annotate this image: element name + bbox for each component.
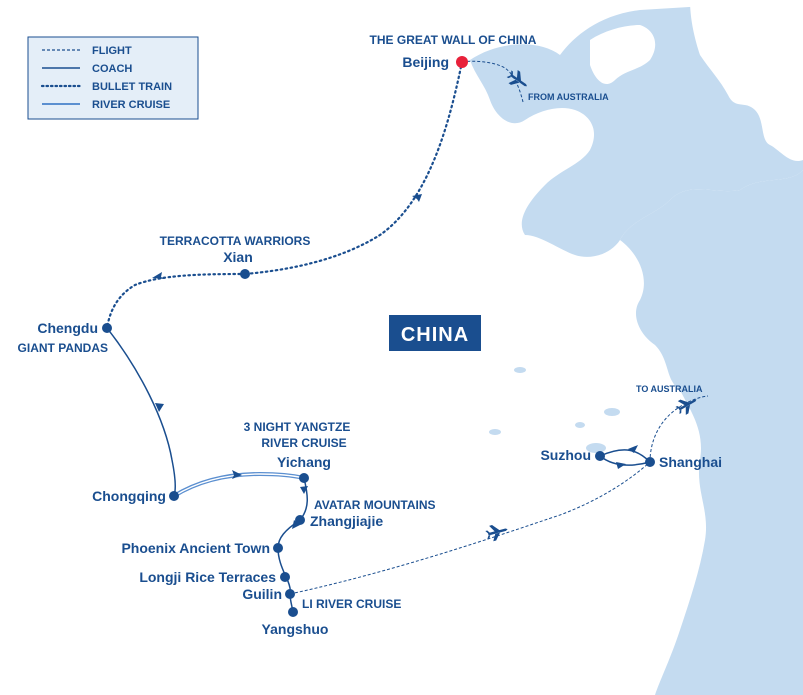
note-li-river: LI RIVER CRUISE — [302, 597, 401, 611]
city-xian: Xian — [223, 249, 253, 265]
note-giant-pandas: GIANT PANDAS — [18, 341, 108, 355]
note-yangtze-line1: 3 NIGHT YANGTZE — [244, 420, 351, 434]
marker-longji — [280, 572, 290, 582]
city-yichang: Yichang — [277, 454, 331, 470]
city-phoenix: Phoenix Ancient Town — [121, 540, 270, 556]
arrow-icon — [412, 194, 422, 202]
svg-text:CHINA: CHINA — [401, 324, 469, 346]
city-chengdu: Chengdu — [37, 320, 98, 336]
marker-yangshuo — [288, 607, 298, 617]
cruise-route-chongqing-yichang — [172, 471, 305, 498]
route-arrows — [152, 194, 638, 529]
note-terracotta: TERRACOTTA WARRIORS — [160, 234, 311, 248]
city-yangshuo: Yangshuo — [262, 621, 329, 637]
note-to-australia: TO AUSTRALIA — [636, 384, 703, 394]
flight-route-from-australia — [461, 60, 524, 103]
marker-suzhou — [595, 451, 605, 461]
plane-icons — [485, 70, 697, 542]
city-chongqing: Chongqing — [92, 488, 166, 504]
marker-xian — [240, 269, 250, 279]
arrow-icon — [152, 272, 165, 279]
marker-yichang — [299, 473, 309, 483]
country-label: CHINA — [389, 315, 481, 351]
flight-route-to-australia — [649, 395, 709, 463]
city-longji: Longji Rice Terraces — [139, 569, 276, 585]
arrow-icon — [300, 486, 308, 494]
marker-beijing — [456, 56, 468, 68]
legend-bullet-train: BULLET TRAIN — [92, 81, 172, 93]
bullet-route-beijing-xian — [243, 60, 464, 276]
flight-route-guilin-shanghai — [289, 461, 651, 595]
bullet-route-xian-chengdu — [105, 272, 247, 330]
coach-route-chengdu-chongqing — [106, 327, 177, 497]
marker-shanghai — [645, 457, 655, 467]
note-great-wall: THE GREAT WALL OF CHINA — [370, 33, 537, 47]
arrow-icon — [155, 403, 164, 412]
legend-flight: FLIGHT — [92, 45, 132, 57]
marker-guilin — [285, 589, 295, 599]
city-zhangjiajie: Zhangjiajie — [310, 513, 383, 529]
plane-icon — [506, 70, 528, 87]
arrow-icon — [628, 445, 638, 453]
city-shanghai: Shanghai — [659, 454, 722, 470]
note-avatar: AVATAR MOUNTAINS — [314, 498, 436, 512]
korea-land — [690, 0, 803, 162]
city-markers — [102, 56, 655, 617]
legend: FLIGHT COACH BULLET TRAIN RIVER CRUISE — [27, 36, 199, 120]
city-suzhou: Suzhou — [540, 447, 591, 463]
plane-icon — [485, 525, 508, 542]
marker-phoenix — [273, 543, 283, 553]
note-yangtze-line2: RIVER CRUISE — [261, 436, 346, 450]
marker-chengdu — [102, 323, 112, 333]
city-beijing: Beijing — [402, 54, 449, 70]
labels: THE GREAT WALL OF CHINA Beijing FROM AUS… — [18, 33, 722, 637]
city-guilin: Guilin — [242, 586, 282, 602]
marker-zhangjiajie — [295, 515, 305, 525]
arrow-icon — [616, 462, 626, 469]
arrow-icon — [292, 520, 300, 529]
legend-coach: COACH — [92, 63, 132, 75]
liaodong-land — [590, 25, 656, 85]
arrow-icon — [232, 470, 242, 479]
legend-river-cruise: RIVER CRUISE — [92, 99, 170, 111]
marker-chongqing — [169, 491, 179, 501]
note-from-australia: FROM AUSTRALIA — [528, 92, 609, 102]
plane-icon — [675, 399, 697, 415]
